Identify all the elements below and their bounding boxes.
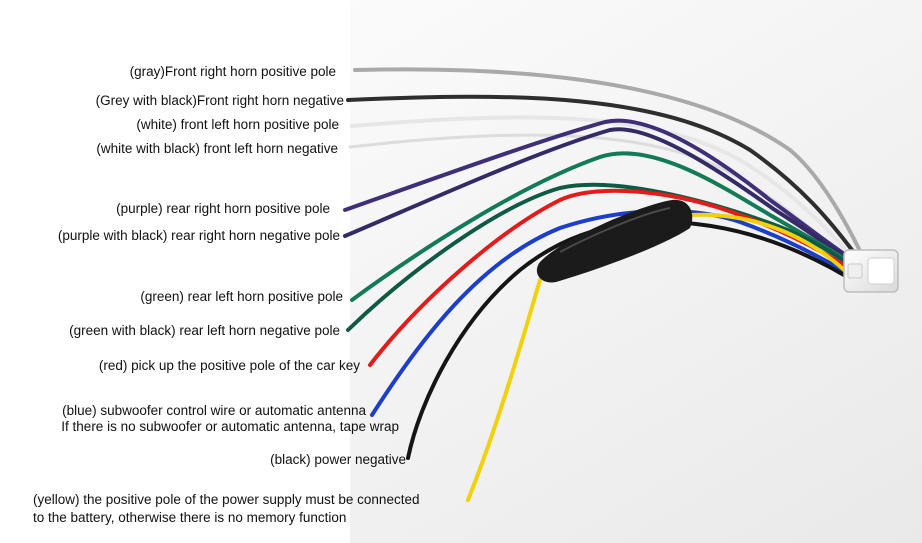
label-yellow-line-2: to the battery, otherwise there is no me… <box>33 510 347 525</box>
label-panel <box>0 0 350 543</box>
filter-body <box>536 199 693 283</box>
filter-highlight <box>559 207 671 253</box>
harness-connector <box>843 249 899 293</box>
gray-wire <box>353 67 864 257</box>
purple-black-wire <box>343 127 860 268</box>
label-green: (green) rear left horn positive pole <box>140 289 343 304</box>
label-purple-black: (purple with black) rear right horn nega… <box>57 228 340 243</box>
label-blue-line-1: (blue) subwoofer control wire or automat… <box>62 403 366 418</box>
label-yellow-line-1: (yellow) the positive pole of the power … <box>33 492 420 507</box>
label-blue-line-2: If there is no subwoofer or automatic an… <box>61 419 399 434</box>
green-wire <box>350 151 860 302</box>
grey-black-wire <box>346 94 860 260</box>
label-black: (black) power negative <box>270 452 406 467</box>
blue-wire <box>370 208 864 417</box>
inline-filter <box>536 199 693 283</box>
label-green-black: (green with black) rear left horn negati… <box>69 323 340 338</box>
label-red: (red) pick up the positive pole of the c… <box>98 358 360 373</box>
label-grey-black: (Grey with black)Front right horn negati… <box>95 93 344 108</box>
green-black-wire <box>346 182 862 332</box>
connector-pin-block <box>867 257 895 285</box>
label-purple: (purple) rear right horn positive pole <box>116 201 330 216</box>
label-gray: (gray)Front right horn positive pole <box>129 64 336 79</box>
white-wire <box>350 115 858 264</box>
connector-latch <box>847 263 863 279</box>
label-white-black: (white with black) front left horn negat… <box>96 141 338 156</box>
label-white: (white) front left horn positive pole <box>136 117 339 132</box>
purple-wire <box>343 118 858 264</box>
